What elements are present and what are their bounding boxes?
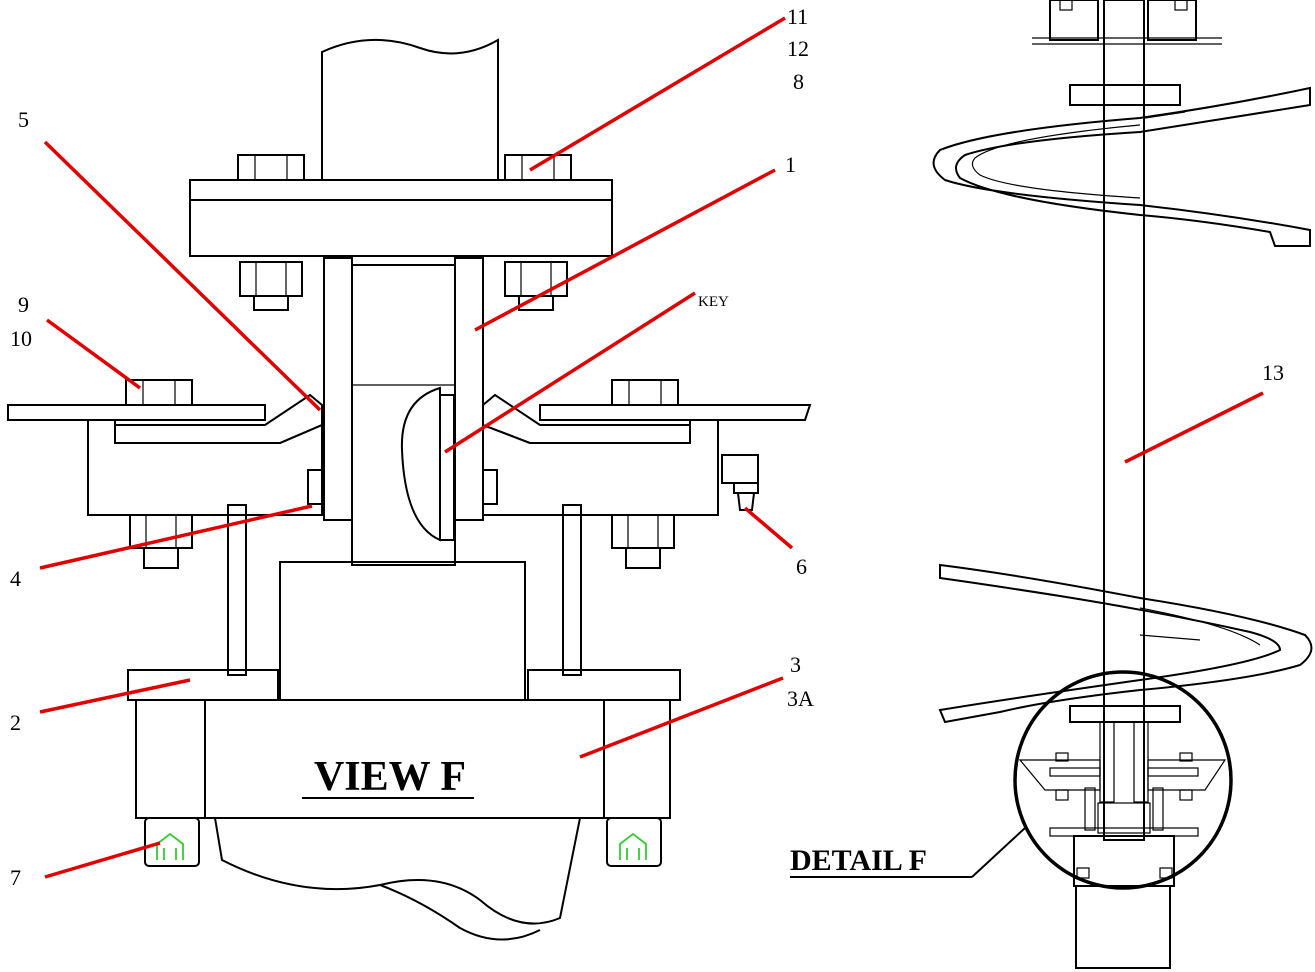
callout-8: 8 bbox=[793, 69, 804, 94]
seal-ring-right bbox=[482, 469, 498, 505]
foot-left bbox=[144, 817, 200, 867]
callout-4: 4 bbox=[10, 566, 21, 591]
housing-block bbox=[87, 419, 323, 516]
view-f-section: VIEW F 11 12 8 5 1 KEY 9 10 4 6 3 3A 2 7 bbox=[7, 4, 814, 941]
housing-nut-left bbox=[129, 514, 193, 569]
plate-bolt-right bbox=[611, 379, 679, 406]
callout-11: 11 bbox=[787, 4, 808, 29]
top-hub-fragment bbox=[1032, 0, 1222, 45]
flange-nut-left bbox=[239, 261, 303, 311]
foot-right bbox=[606, 817, 662, 867]
grease-fitting bbox=[721, 454, 759, 511]
callout-1: 1 bbox=[785, 152, 796, 177]
auger-shaft bbox=[1103, 0, 1145, 841]
callout-13: 13 bbox=[1262, 360, 1284, 385]
base-plate-left bbox=[127, 669, 279, 701]
view-f-title: VIEW F bbox=[314, 754, 466, 800]
auger-collar bbox=[1069, 84, 1181, 106]
drive-shaft bbox=[321, 38, 499, 180]
upper-flight bbox=[932, 86, 1311, 247]
motor-body bbox=[1075, 885, 1171, 969]
detail-f-circle bbox=[1013, 670, 1233, 890]
flange-bolt-head-right bbox=[504, 154, 572, 181]
hub-wall-left bbox=[323, 257, 353, 521]
flange-bolt-head-left bbox=[237, 154, 305, 181]
standoff-left bbox=[227, 504, 247, 676]
lower-hub bbox=[279, 561, 526, 701]
detail-f-title: DETAIL F bbox=[790, 844, 927, 877]
housing-nut-right bbox=[611, 514, 675, 569]
standoff-right bbox=[562, 504, 582, 676]
auger-assembly: DETAIL F 13 bbox=[790, 0, 1313, 969]
callout-7: 7 bbox=[10, 865, 21, 890]
hub-wall-right bbox=[454, 257, 484, 521]
callout-3: 3 bbox=[790, 652, 801, 677]
motor-break bbox=[214, 817, 581, 925]
mounting-plate-right bbox=[539, 404, 812, 421]
mounting-plate-left bbox=[7, 404, 266, 421]
detail-miniature bbox=[1018, 705, 1227, 887]
callout-2: 2 bbox=[10, 710, 21, 735]
callout-9: 9 bbox=[18, 292, 29, 317]
seal-ring-left bbox=[307, 469, 323, 505]
green-fitting-left bbox=[156, 832, 184, 860]
green-fitting-right bbox=[619, 832, 647, 860]
callout-5: 5 bbox=[18, 107, 29, 132]
callout-6: 6 bbox=[796, 554, 807, 579]
lower-flight bbox=[938, 563, 1313, 724]
callout-12: 12 bbox=[787, 36, 809, 61]
base-plate-right bbox=[527, 669, 681, 701]
callout-key: KEY bbox=[698, 294, 729, 310]
plate-bolt-left bbox=[125, 379, 193, 406]
callout-3a: 3A bbox=[787, 686, 814, 711]
shaft-key bbox=[400, 386, 441, 542]
callout-10: 10 bbox=[10, 326, 32, 351]
top-flange bbox=[189, 179, 613, 257]
gearbox bbox=[135, 699, 671, 819]
